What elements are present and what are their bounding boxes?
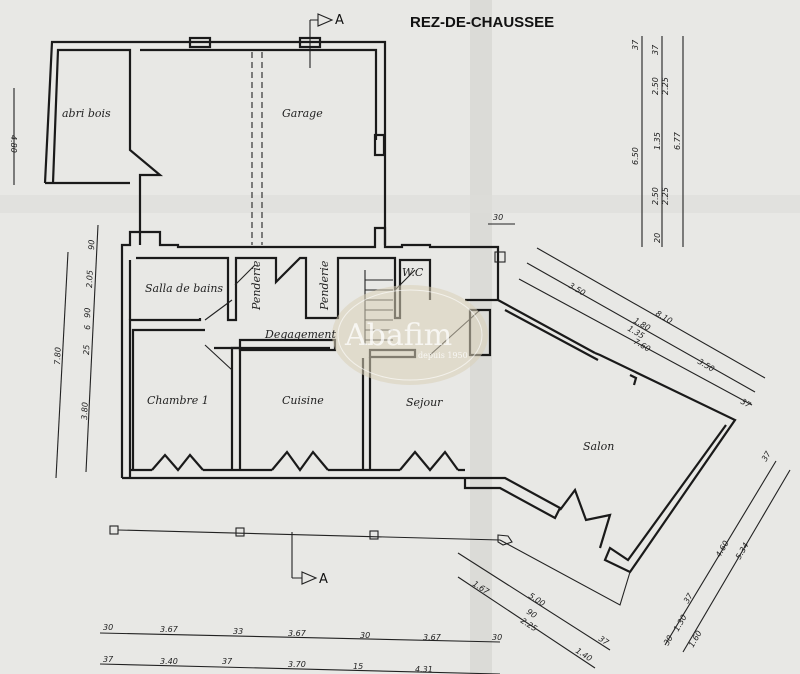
svg-text:2.50: 2.50: [651, 187, 660, 205]
svg-text:4.80: 4.80: [9, 135, 18, 153]
svg-text:90: 90: [83, 308, 92, 318]
svg-text:37: 37: [651, 44, 660, 55]
svg-text:30: 30: [662, 634, 675, 647]
svg-text:20: 20: [653, 233, 662, 243]
section-marker-top: A: [309, 13, 344, 68]
paper-fold: [0, 195, 800, 213]
svg-text:A: A: [335, 13, 344, 28]
svg-text:37: 37: [222, 657, 233, 666]
svg-text:6: 6: [83, 325, 92, 330]
room-label-chambre-1: Chambre 1: [147, 394, 209, 407]
svg-text:15: 15: [353, 662, 363, 671]
svg-text:37: 37: [103, 655, 114, 664]
svg-text:2.25: 2.25: [661, 187, 670, 205]
room-label-garage: Garage: [282, 107, 323, 120]
svg-text:3.40: 3.40: [160, 657, 178, 666]
svg-text:37: 37: [631, 39, 640, 50]
svg-text:30: 30: [360, 631, 370, 640]
abafim-watermark-logo: Abafim depuis 1950: [332, 285, 488, 385]
svg-text:90: 90: [87, 240, 96, 250]
room-label-wc: W.C: [402, 266, 424, 279]
section-marker-bottom: A: [291, 532, 328, 587]
svg-text:3.67: 3.67: [423, 633, 442, 642]
svg-text:7.80: 7.80: [53, 347, 63, 365]
svg-text:30: 30: [492, 633, 502, 642]
svg-text:25: 25: [82, 345, 91, 355]
room-label-sejour: Sejour: [406, 396, 443, 409]
svg-text:30: 30: [493, 213, 503, 222]
svg-text:6.77: 6.77: [673, 131, 682, 150]
svg-text:3.80: 3.80: [80, 402, 90, 420]
svg-text:4.31: 4.31: [415, 665, 433, 674]
svg-text:2.05: 2.05: [85, 270, 95, 288]
room-label-cuisine: Cuisine: [282, 394, 324, 407]
svg-text:depuis 1950: depuis 1950: [418, 351, 468, 360]
svg-text:2.50: 2.50: [651, 77, 660, 95]
room-label-salle-de-bains: Salla de bains: [145, 282, 223, 295]
svg-text:33: 33: [233, 627, 243, 636]
svg-text:3.67: 3.67: [160, 625, 179, 634]
plan-title: REZ-DE-CHAUSSEE: [410, 14, 554, 31]
room-label-penderie-2: Penderie: [318, 260, 331, 311]
svg-text:3.67: 3.67: [288, 629, 307, 638]
svg-text:A: A: [319, 572, 328, 587]
svg-text:2.25: 2.25: [661, 77, 670, 95]
room-label-degagement: Degagement: [264, 328, 337, 341]
room-label-penderie-1: Penderie: [250, 260, 263, 311]
svg-text:6.50: 6.50: [631, 147, 640, 165]
svg-text:Abafim: Abafim: [344, 318, 452, 353]
dimension-lines: [13, 36, 791, 674]
svg-text:3.70: 3.70: [288, 660, 306, 669]
walls: [43, 36, 737, 606]
room-label-salon: Salon: [583, 440, 614, 453]
room-label-abri-bois: abri bois: [62, 107, 111, 120]
svg-text:30: 30: [103, 623, 113, 632]
svg-text:1.35: 1.35: [653, 132, 662, 150]
